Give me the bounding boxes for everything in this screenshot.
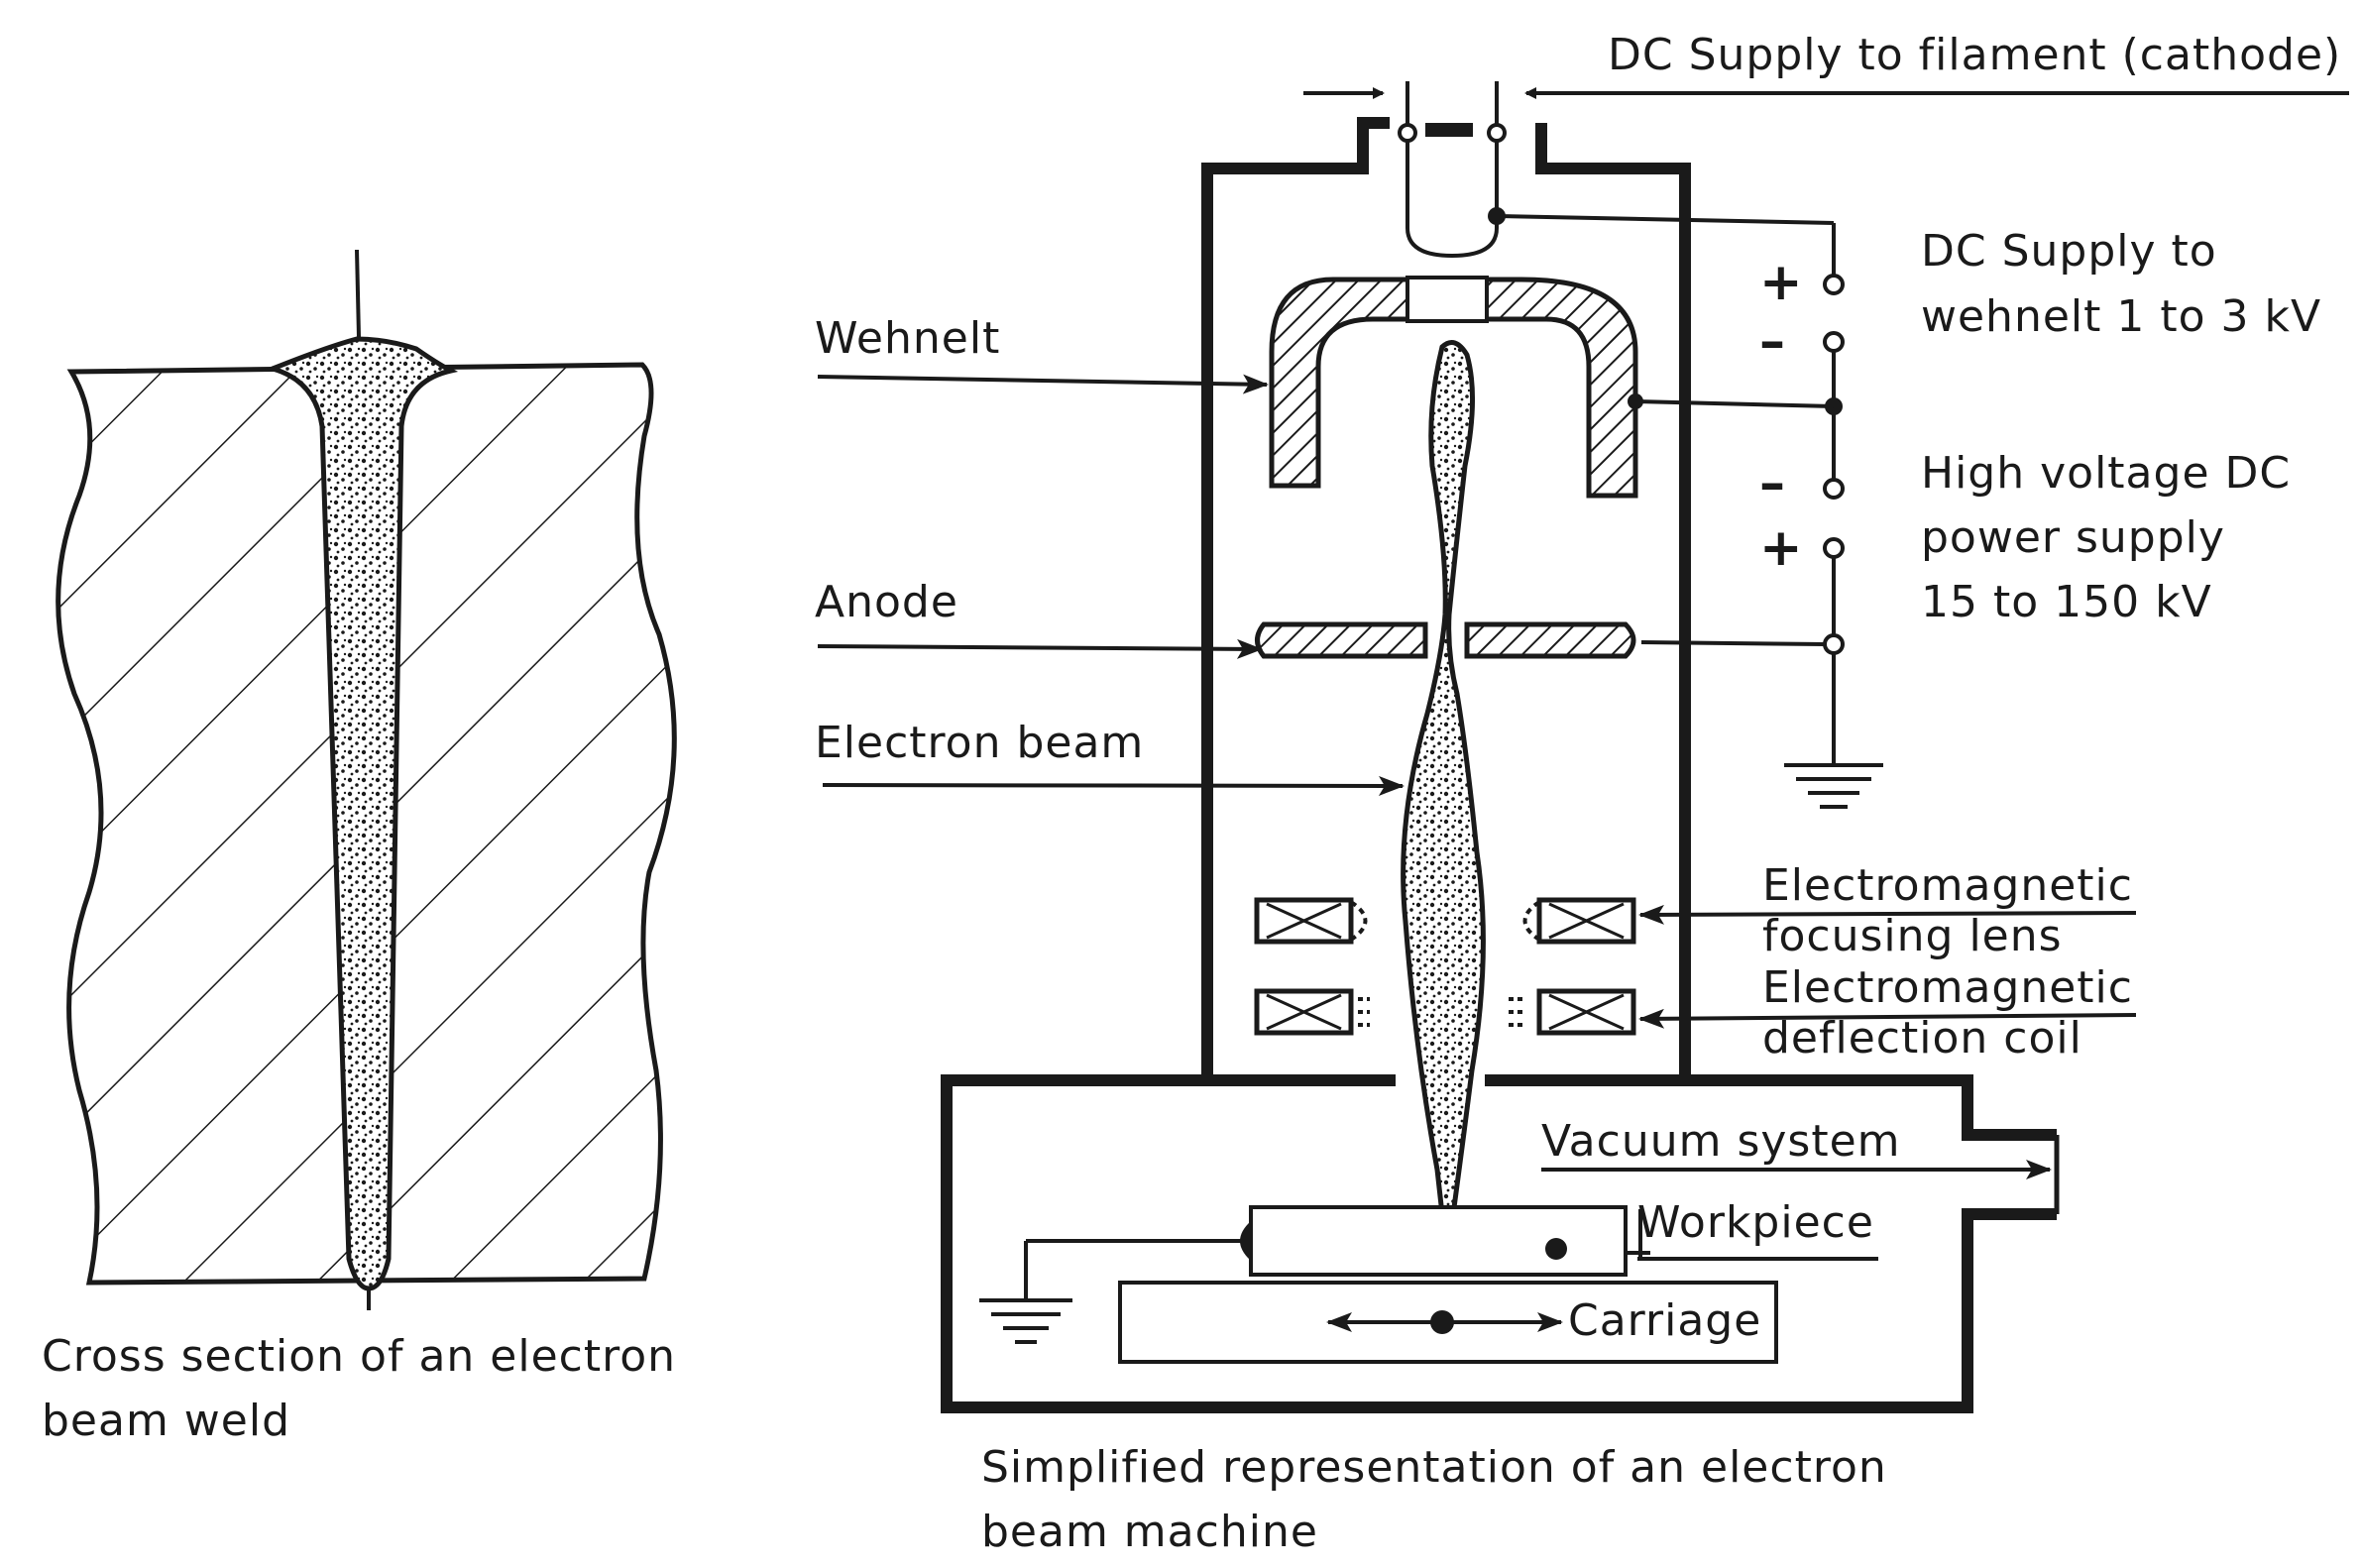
workpiece-assembly — [979, 1205, 1778, 1364]
dc-filament-label: DC Supply to filament (cathode) — [1608, 30, 2341, 80]
hv-label-line3: 15 to 150 kV — [1921, 577, 2212, 627]
left-caption-line1: Cross section of an electron — [42, 1331, 676, 1382]
dc-wehnelt-label-line1: DC Supply to — [1921, 226, 2217, 277]
workpiece-label: Workpiece — [1637, 1197, 1874, 1248]
focus-lens-label-line1: Electromagnetic — [1762, 860, 2133, 911]
hv-minus: – — [1759, 454, 1785, 513]
focus-lens-label-line2: focusing lens — [1762, 911, 2063, 961]
electron-beam-label: Electron beam — [815, 718, 1144, 768]
anode — [1255, 621, 1636, 659]
leader-lines — [817, 374, 2137, 1261]
weld-cross-section: Cross section of an electron beam weld — [42, 249, 677, 1446]
vacuum-system-label: Vacuum system — [1541, 1116, 1901, 1167]
cathode-filament — [1303, 81, 2349, 259]
deflection-coil-label-line1: Electromagnetic — [1762, 962, 2133, 1013]
wehnelt-aperture — [1405, 276, 1489, 323]
carriage-label: Carriage — [1568, 1295, 1761, 1346]
wehnelt-minus: – — [1759, 312, 1785, 372]
vacuum-chamber — [941, 1074, 2057, 1413]
dc-wehnelt-label-line2: wehnelt 1 to 3 kV — [1921, 291, 2321, 342]
electron-beam-machine: + – – + — [815, 30, 2349, 1557]
right-caption-line1: Simplified representation of an electron — [981, 1442, 1887, 1493]
left-caption-line2: beam weld — [42, 1396, 290, 1446]
deflection-coil-label-line2: deflection coil — [1762, 1013, 2082, 1064]
power-circuit: + – – + — [1628, 223, 1883, 809]
right-caption-line2: beam machine — [981, 1507, 1318, 1557]
workpiece — [1249, 1205, 1628, 1277]
weld-centerline — [355, 249, 361, 338]
hv-plus: + — [1759, 518, 1803, 578]
hv-label-line2: power supply — [1921, 512, 2225, 563]
anode-label: Anode — [815, 577, 958, 627]
electron-beam-stipple — [1403, 342, 1484, 1259]
wehnelt-label: Wehnelt — [815, 313, 1000, 364]
wehnelt-cup — [1269, 277, 1638, 499]
column-housing — [1201, 117, 1691, 1076]
hv-label-line1: High voltage DC — [1921, 448, 2291, 499]
wehnelt-plus: + — [1759, 253, 1803, 312]
focusing-lens — [1254, 897, 1636, 945]
weld-bead-stipple — [273, 339, 451, 1288]
deflection-coil — [1254, 988, 1636, 1036]
